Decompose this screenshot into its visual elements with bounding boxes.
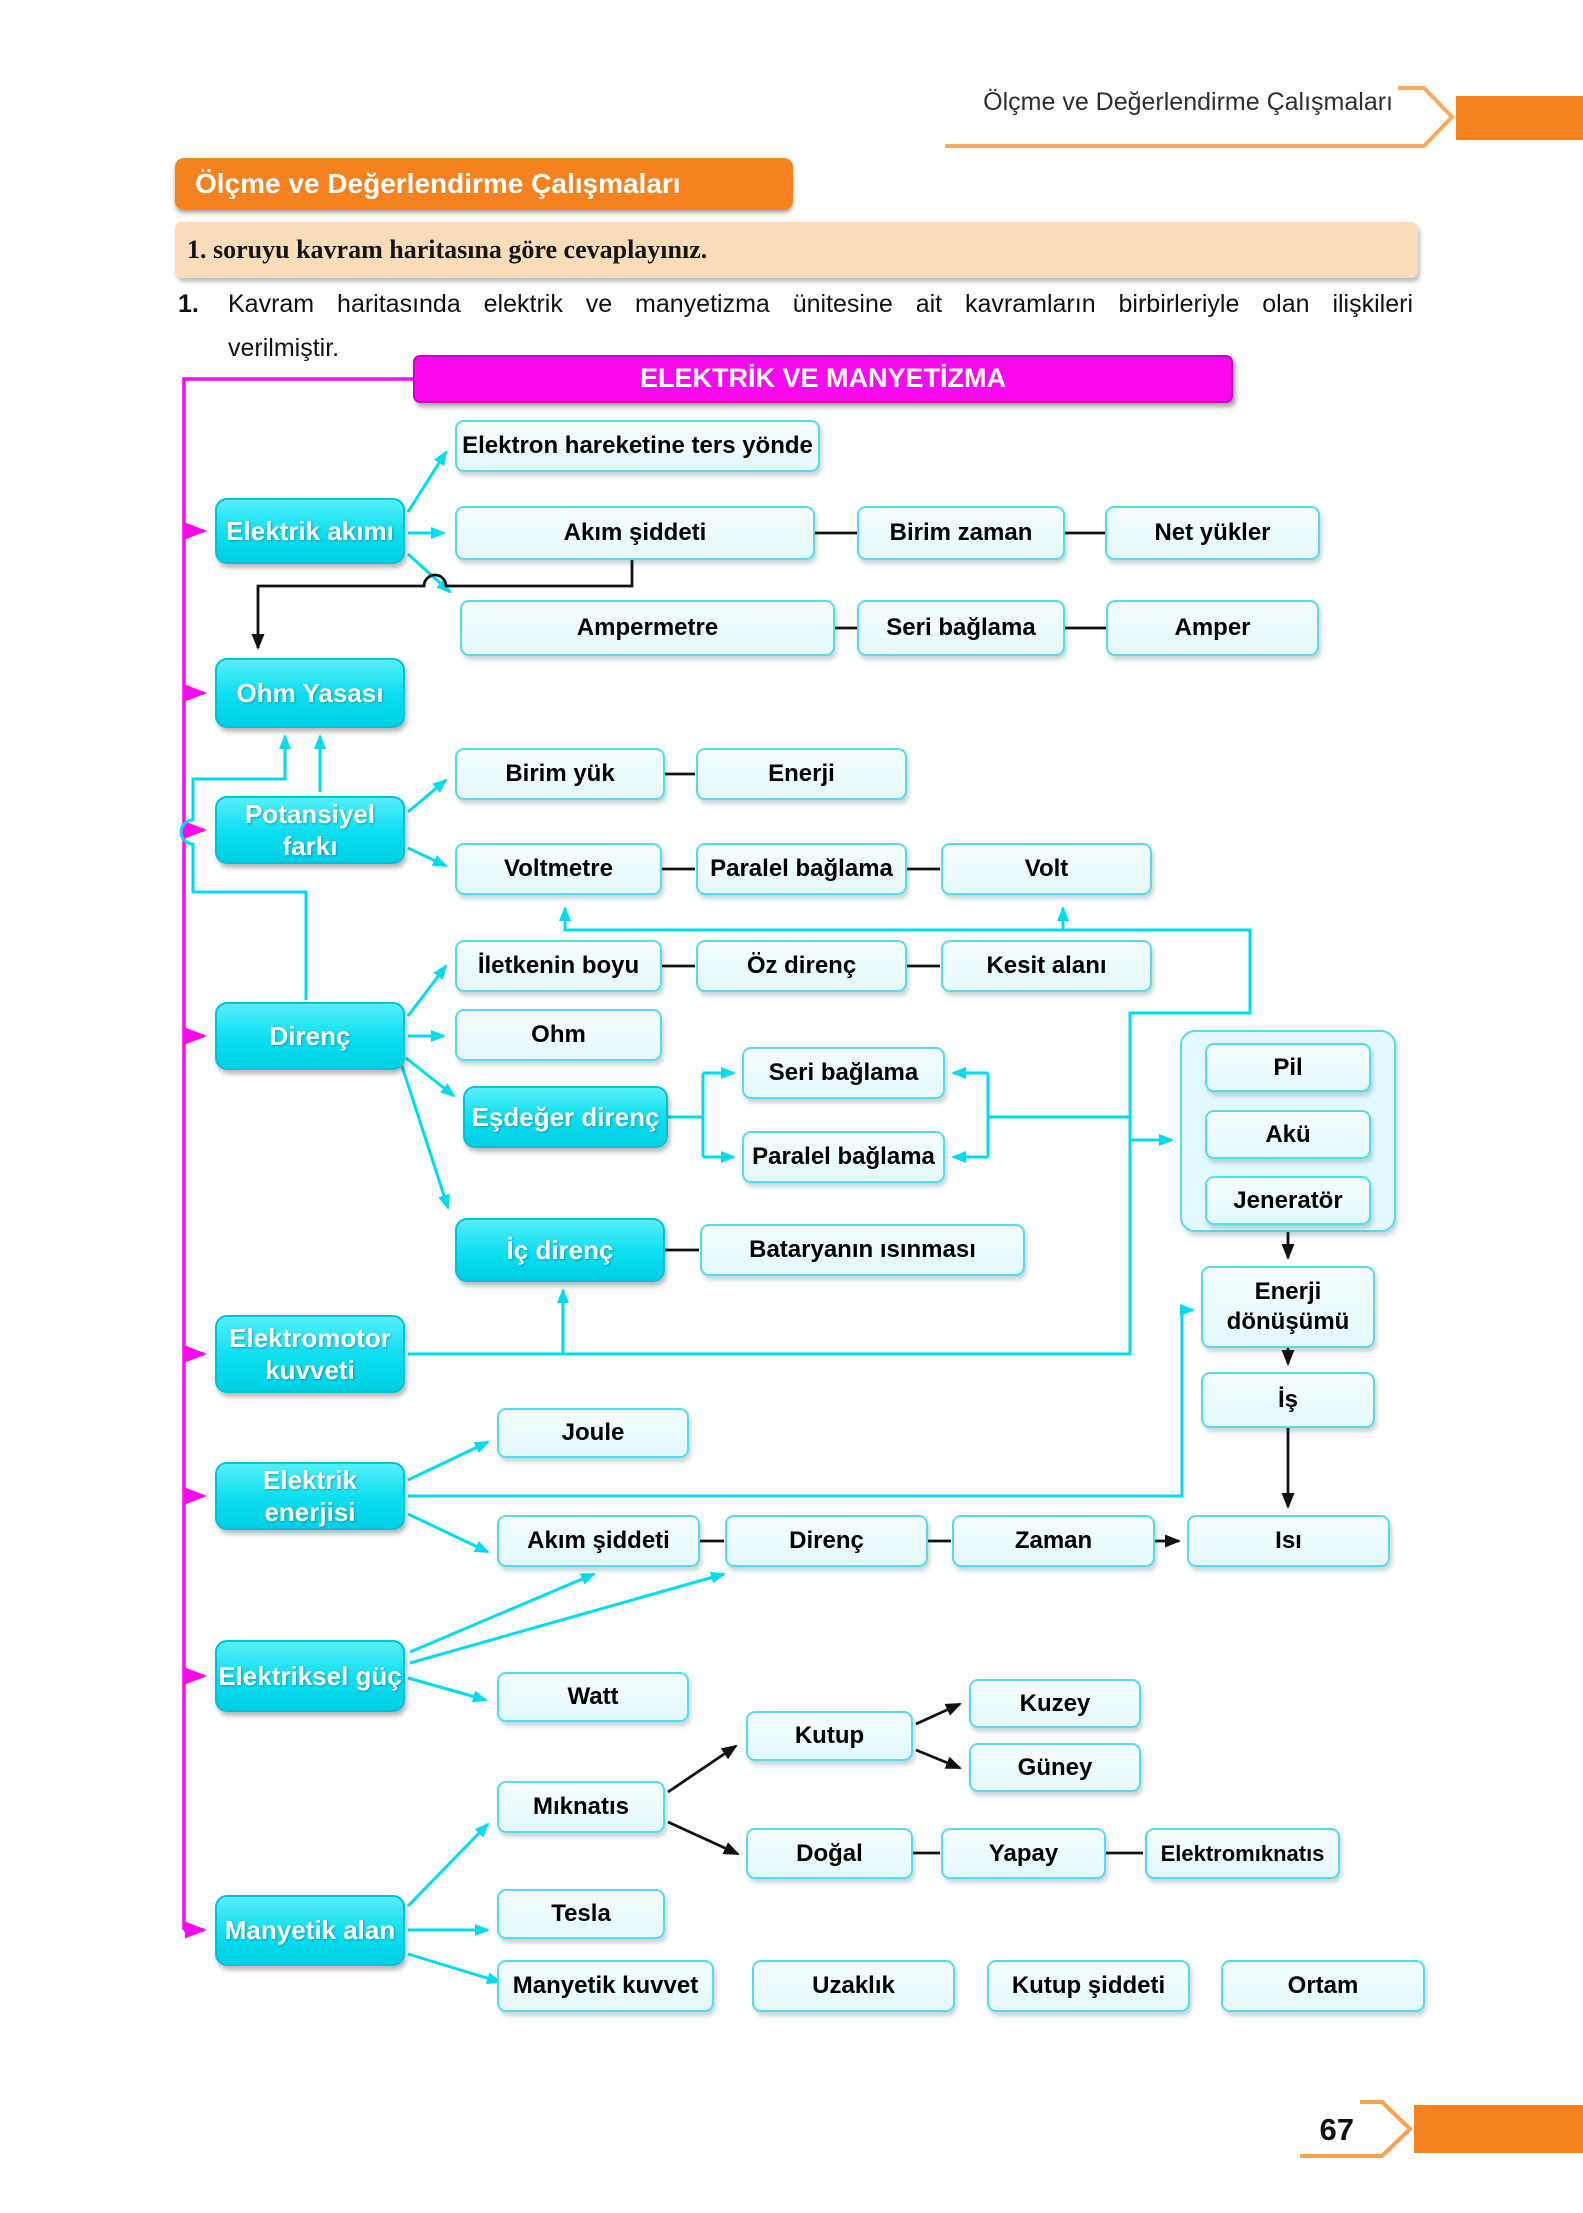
node-elektromiknatis: Elektromıknatıs: [1145, 1828, 1340, 1879]
footer-orange-bar: [1414, 2105, 1583, 2153]
node-jenerator: Jeneratör: [1205, 1176, 1371, 1225]
node-elektrik-enerjisi: Elektrik enerjisi: [215, 1462, 405, 1530]
node-pil: Pil: [1205, 1043, 1371, 1092]
connectors-black: [251, 531, 1295, 1856]
running-header: Ölçme ve Değerlendirme Çalışmaları: [983, 88, 1393, 116]
node-akim-siddeti-2: Akım şiddeti: [497, 1515, 700, 1567]
question-number: 1.: [178, 290, 199, 318]
question-text-line2: verilmiştir.: [228, 334, 340, 362]
node-manyetik-kuvvet: Manyetik kuvvet: [497, 1960, 714, 2012]
node-potansiyel-farki: Potansiyel farkı: [215, 796, 405, 864]
node-volt: Volt: [941, 843, 1152, 895]
node-ohm-yasasi: Ohm Yasası: [215, 658, 405, 728]
node-manyetik-alan: Manyetik alan: [215, 1895, 405, 1966]
page-number: 67: [1319, 2112, 1354, 2147]
node-kesit-alani: Kesit alanı: [941, 940, 1152, 992]
header-orange-bar: [1456, 96, 1583, 140]
node-direnc: Direnç: [215, 1002, 405, 1070]
node-ic-direnc: İç direnç: [455, 1218, 665, 1282]
node-uzaklik: Uzaklık: [752, 1960, 955, 2012]
node-guney: Güney: [969, 1743, 1141, 1792]
node-root: ELEKTRİK VE MANYETİZMA: [413, 355, 1233, 403]
node-kuzey: Kuzey: [969, 1679, 1141, 1728]
node-akim-siddeti: Akım şiddeti: [455, 506, 815, 560]
node-enerji-donusumu: Enerji dönüşümü: [1201, 1266, 1375, 1348]
node-kutup: Kutup: [746, 1711, 913, 1761]
node-esdeger-direnc: Eşdeğer direnç: [463, 1086, 668, 1148]
node-isi: Isı: [1187, 1515, 1390, 1567]
node-paralel-baglama-2: Paralel bağlama: [742, 1131, 945, 1183]
node-net-yukler: Net yükler: [1105, 506, 1320, 560]
node-seri-baglama-1: Seri bağlama: [857, 600, 1065, 656]
node-elektron-hareketi: Elektron hareketine ters yönde: [455, 420, 820, 472]
node-ampermetre: Ampermetre: [460, 600, 835, 656]
node-enerji: Enerji: [696, 748, 907, 800]
instruction-strip: 1. soruyu kavram haritasına göre cevapla…: [175, 222, 1418, 278]
node-dogal: Doğal: [746, 1828, 913, 1879]
question-text-line1: Kavram haritasında elektrik ve manyetizm…: [228, 290, 1413, 318]
node-oz-direnc: Öz direnç: [696, 940, 907, 992]
node-amper: Amper: [1106, 600, 1319, 656]
node-elektrik-akimi: Elektrik akımı: [215, 498, 405, 564]
node-birim-yuk: Birim yük: [455, 748, 665, 800]
node-zaman: Zaman: [952, 1515, 1155, 1567]
section-banner: Ölçme ve Değerlendirme Çalışmaları: [175, 158, 793, 210]
node-elektriksel-guc: Elektriksel güç: [215, 1640, 405, 1712]
node-seri-baglama-2: Seri bağlama: [742, 1047, 945, 1099]
node-voltmetre: Voltmetre: [455, 843, 662, 895]
node-birim-zaman: Birim zaman: [857, 506, 1065, 560]
node-direnc-2: Direnç: [725, 1515, 928, 1567]
node-elektromotor-kuvveti: Elektromotor kuvveti: [215, 1315, 405, 1393]
node-ohm: Ohm: [455, 1009, 662, 1061]
node-tesla: Tesla: [497, 1889, 665, 1939]
node-paralel-baglama-1: Paralel bağlama: [696, 843, 907, 895]
node-iletkenin-boyu: İletkenin boyu: [455, 940, 662, 992]
node-aku: Akü: [1205, 1110, 1371, 1159]
node-miknatis: Mıknatıs: [497, 1781, 665, 1833]
footer-chevron-icon: [1300, 2100, 1412, 2158]
node-yapay: Yapay: [941, 1828, 1106, 1879]
header-chevron-icon: [945, 86, 1454, 148]
node-is: İş: [1201, 1372, 1375, 1428]
node-kutup-siddeti: Kutup şiddeti: [987, 1960, 1190, 2012]
node-joule: Joule: [497, 1408, 689, 1458]
node-watt: Watt: [497, 1672, 689, 1722]
node-ortam: Ortam: [1221, 1960, 1425, 2012]
node-bataryanin-isinmasi: Bataryanın ısınması: [700, 1224, 1025, 1276]
